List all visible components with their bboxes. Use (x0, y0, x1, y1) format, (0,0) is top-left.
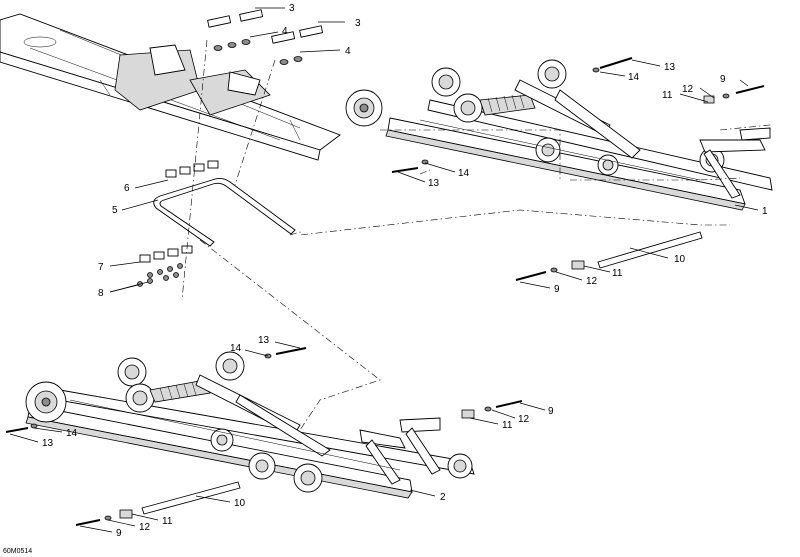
rear-suspension-left (25, 351, 475, 499)
callout-3: 3 (355, 18, 361, 29)
callout-12: 12 (518, 414, 530, 425)
callout-10: 10 (674, 254, 686, 265)
callout-4: 4 (345, 46, 351, 57)
callout-13: 13 (258, 335, 270, 346)
callout-14: 14 (66, 428, 78, 439)
callout-4: 4 (282, 26, 288, 37)
callout-11: 11 (612, 268, 623, 279)
right-axle (515, 231, 703, 281)
rear-suspension-right (345, 59, 773, 211)
left-axle (75, 481, 241, 526)
callout-5: 5 (112, 205, 118, 216)
callout-14: 14 (458, 168, 470, 179)
chassis-frame (0, 13, 341, 161)
frame-bolts (207, 9, 324, 65)
callout-2: 2 (440, 492, 446, 503)
callout-3: 3 (289, 3, 295, 14)
callout-6: 6 (124, 183, 130, 194)
callout-13: 13 (42, 438, 54, 449)
left-top-hardware (5, 347, 523, 433)
diagram-reference-code: 60M0514 (3, 548, 32, 555)
callout-9: 9 (554, 284, 560, 295)
leader-lines (9, 7, 759, 533)
callout-13: 13 (428, 178, 440, 189)
callout-11: 11 (662, 90, 673, 101)
callout-12: 12 (139, 522, 151, 533)
stopper-bar (137, 160, 296, 287)
callout-9: 9 (720, 74, 726, 85)
callout-14: 14 (230, 343, 242, 354)
callout-13: 13 (664, 62, 676, 73)
callout-14: 14 (628, 72, 640, 83)
callout-7: 7 (98, 262, 104, 273)
callout-10: 10 (234, 498, 246, 509)
callout-12: 12 (586, 276, 598, 287)
callout-11: 11 (502, 420, 513, 431)
right-top-hardware (391, 57, 765, 173)
callout-12: 12 (682, 84, 694, 95)
callout-9: 9 (116, 528, 122, 539)
callout-11: 11 (162, 516, 173, 527)
assembly-lines (181, 39, 771, 431)
callout-8: 8 (98, 288, 104, 299)
callout-labels: 3 3 4 4 6 5 7 8 13 14 9 12 11 14 13 1 10… (3, 3, 768, 555)
callout-1: 1 (762, 206, 768, 217)
callout-9: 9 (548, 406, 554, 417)
